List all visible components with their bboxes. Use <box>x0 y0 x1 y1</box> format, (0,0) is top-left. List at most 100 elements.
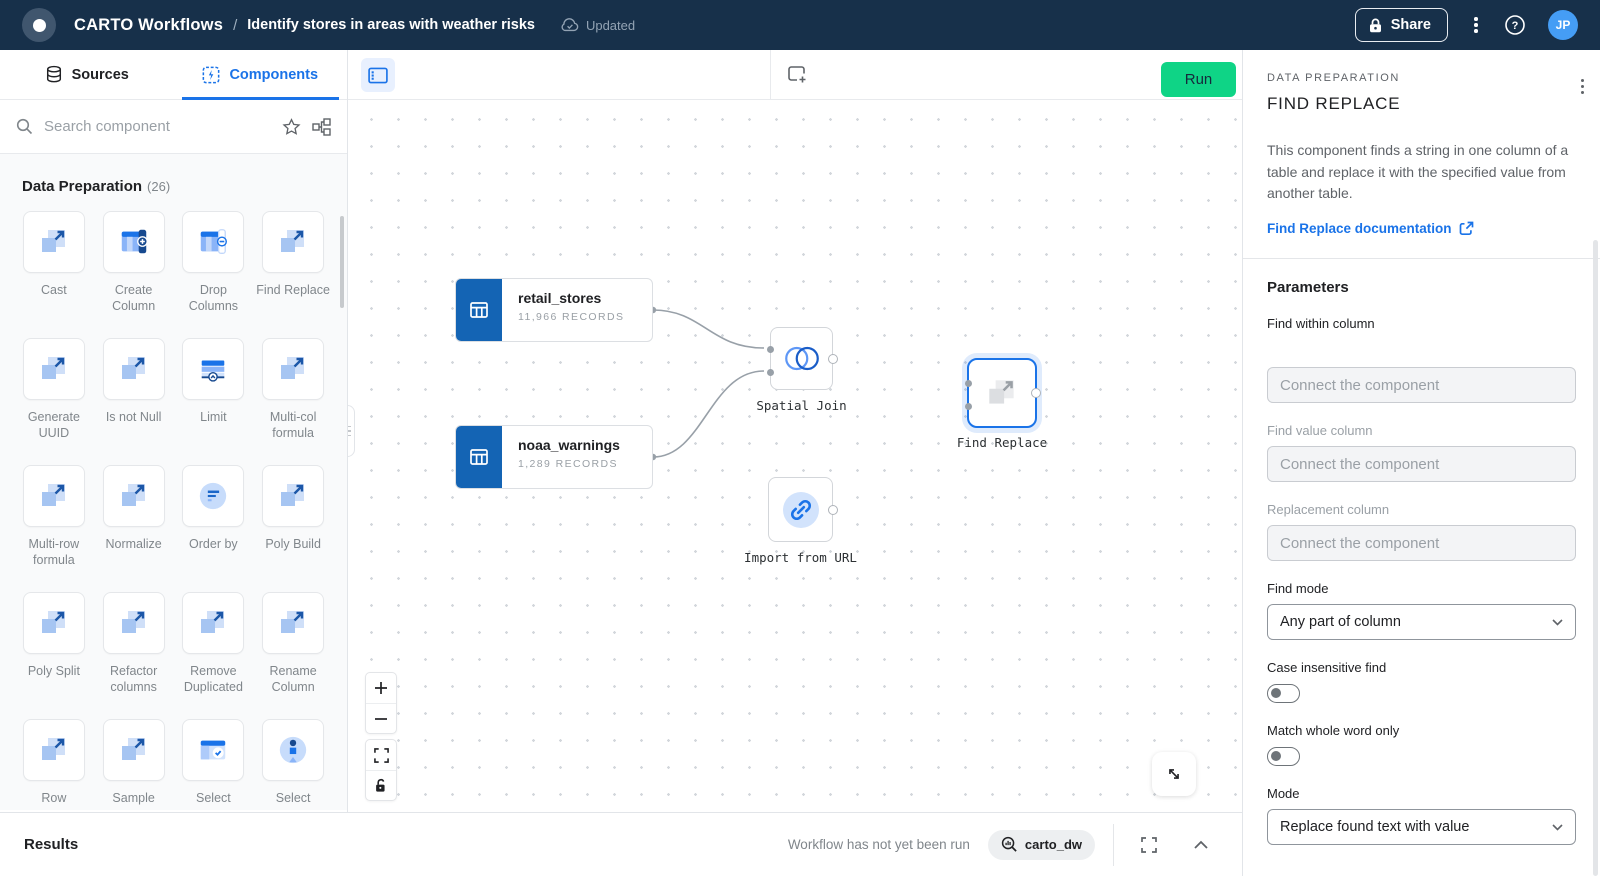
spatial-join-icon <box>784 346 819 371</box>
panel-resize-handle[interactable] <box>348 405 355 457</box>
replacement-column-label: Replacement column <box>1267 502 1390 518</box>
squares-arrow-icon <box>41 230 65 252</box>
output-port[interactable] <box>1031 388 1041 398</box>
component-create-column[interactable]: Create Column <box>94 211 174 338</box>
diagonal-resize-icon <box>1169 769 1179 779</box>
left-panel-scrollbar[interactable] <box>340 216 344 308</box>
tab-components[interactable]: Components <box>174 50 348 100</box>
add-note-button[interactable] <box>780 57 816 93</box>
component-normalize[interactable]: Normalize <box>94 465 174 592</box>
component-poly-build[interactable]: Poly Build <box>253 465 333 592</box>
find-value-column-input[interactable] <box>1267 446 1576 483</box>
component-find-replace[interactable]: Find Replace <box>253 211 333 338</box>
lock-canvas-button[interactable] <box>366 770 396 800</box>
case-insensitive-toggle[interactable] <box>1267 684 1300 704</box>
connection-badge[interactable]: carto_dw <box>987 829 1095 860</box>
component-remove-duplicated[interactable]: Remove Duplicated <box>174 592 254 719</box>
component-limit[interactable]: Limit <box>174 338 254 465</box>
node-title: noaa_warnings <box>518 437 620 453</box>
match-whole-word-toggle[interactable] <box>1267 747 1300 767</box>
workflow-title[interactable]: Identify stores in areas with weather ri… <box>247 17 535 33</box>
match-whole-word-label: Match whole word only <box>1267 723 1400 739</box>
squares-arrow-icon <box>121 357 145 379</box>
maximize-results-button[interactable] <box>1132 828 1166 862</box>
node-retail-stores[interactable]: retail_stores 11,966 RECORDS <box>455 278 653 342</box>
node-find-replace[interactable]: Find Replace <box>957 358 1047 450</box>
user-avatar[interactable]: JP <box>1548 10 1578 40</box>
component-category: DATA PREPARATION <box>1267 72 1400 84</box>
table-icon <box>456 426 502 488</box>
component-row[interactable]: Row <box>14 719 94 810</box>
shapes-icon <box>279 736 307 764</box>
chevron-down-icon <box>1552 823 1563 831</box>
chevron-down-icon <box>1552 618 1563 626</box>
collapse-results-button[interactable] <box>1184 828 1218 862</box>
component-generate-uuid[interactable]: Generate UUID <box>14 338 94 465</box>
find-within-column-label: Find within column <box>1267 316 1375 332</box>
panel-more-options-icon[interactable] <box>1580 76 1584 97</box>
svg-text:?: ? <box>1512 20 1519 32</box>
output-port[interactable] <box>828 353 838 364</box>
unlock-icon <box>376 779 385 792</box>
node-label: Find Replace <box>956 435 1048 450</box>
component-multi-row-formula[interactable]: Multi-row formula <box>14 465 94 592</box>
component-select-shapes[interactable]: Select <box>253 719 333 810</box>
find-mode-label: Find mode <box>1267 581 1329 597</box>
find-within-column-input[interactable] <box>1267 367 1576 404</box>
component-select-table[interactable]: Select <box>174 719 254 810</box>
output-port[interactable] <box>828 504 838 515</box>
squares-arrow-icon <box>121 611 145 633</box>
squares-arrow-icon <box>281 357 305 379</box>
right-panel-scrollbar[interactable] <box>1593 240 1598 876</box>
node-records: 11,966 RECORDS <box>518 311 625 323</box>
find-mode-select[interactable]: Any part of column <box>1267 604 1576 641</box>
share-button[interactable]: Share <box>1354 8 1448 42</box>
table-check-icon <box>201 740 226 760</box>
chevron-up-icon <box>1194 840 1208 849</box>
help-icon[interactable]: ? <box>1504 14 1526 36</box>
fit-to-screen-button[interactable] <box>366 740 396 770</box>
more-options-icon[interactable] <box>1470 15 1482 36</box>
zoom-out-button[interactable] <box>366 703 396 733</box>
component-rename-column[interactable]: Rename Column <box>253 592 333 719</box>
cloud-check-icon <box>561 18 579 32</box>
component-poly-split[interactable]: Poly Split <box>14 592 94 719</box>
fit-screen-icon <box>373 747 389 763</box>
case-insensitive-label: Case insensitive find <box>1267 660 1387 676</box>
component-multi-col-formula[interactable]: Multi-col formula <box>253 338 333 465</box>
run-button[interactable]: Run <box>1161 62 1236 97</box>
search-input[interactable] <box>44 118 271 135</box>
component-sample[interactable]: Sample <box>94 719 174 810</box>
toggle-sidebar-button[interactable] <box>361 58 395 92</box>
zoom-in-button[interactable] <box>366 673 396 703</box>
save-status: Updated <box>561 18 635 33</box>
component-drop-columns[interactable]: Drop Columns <box>174 211 254 338</box>
section-header: Data Preparation(26) <box>22 178 171 195</box>
app-title: CARTO Workflows <box>74 15 224 34</box>
component-order-by[interactable]: Order by <box>174 465 254 592</box>
sidebar-icon <box>368 67 388 83</box>
component-refactor-columns[interactable]: Refactor columns <box>94 592 174 719</box>
components-list: Data Preparation(26) Cast Create Column … <box>0 154 347 810</box>
squares-arrow-icon <box>121 484 145 506</box>
squares-arrow-icon <box>281 611 305 633</box>
left-panel: Sources Components Data Preparation(26) … <box>0 50 348 812</box>
component-cast[interactable]: Cast <box>14 211 94 338</box>
workflow-canvas[interactable]: retail_stores 11,966 RECORDS noaa_warnin… <box>348 100 1242 812</box>
mode-select[interactable]: Replace found text with value <box>1267 809 1576 846</box>
parameters-title: Parameters <box>1267 279 1349 297</box>
results-bar: Results Workflow has not yet been run ca… <box>0 812 1242 876</box>
node-import-from-url[interactable]: Import from URL <box>744 477 857 565</box>
component-is-not-null[interactable]: Is not Null <box>94 338 174 465</box>
squares-arrow-icon <box>41 611 65 633</box>
tab-sources[interactable]: Sources <box>0 50 174 99</box>
tree-view-icon[interactable] <box>312 117 331 136</box>
node-noaa-warnings[interactable]: noaa_warnings 1,289 RECORDS <box>455 425 653 489</box>
replacement-column-input[interactable] <box>1267 525 1576 562</box>
search-icon <box>16 118 33 135</box>
workflow-canvas-region: Run retail_stores 11,966 RECORDS noaa <box>348 50 1242 812</box>
node-spatial-join[interactable]: Spatial Join <box>756 327 847 413</box>
favorites-star-icon[interactable] <box>282 117 301 136</box>
documentation-link[interactable]: Find Replace documentation <box>1267 221 1576 236</box>
expand-canvas-button[interactable] <box>1152 752 1196 796</box>
